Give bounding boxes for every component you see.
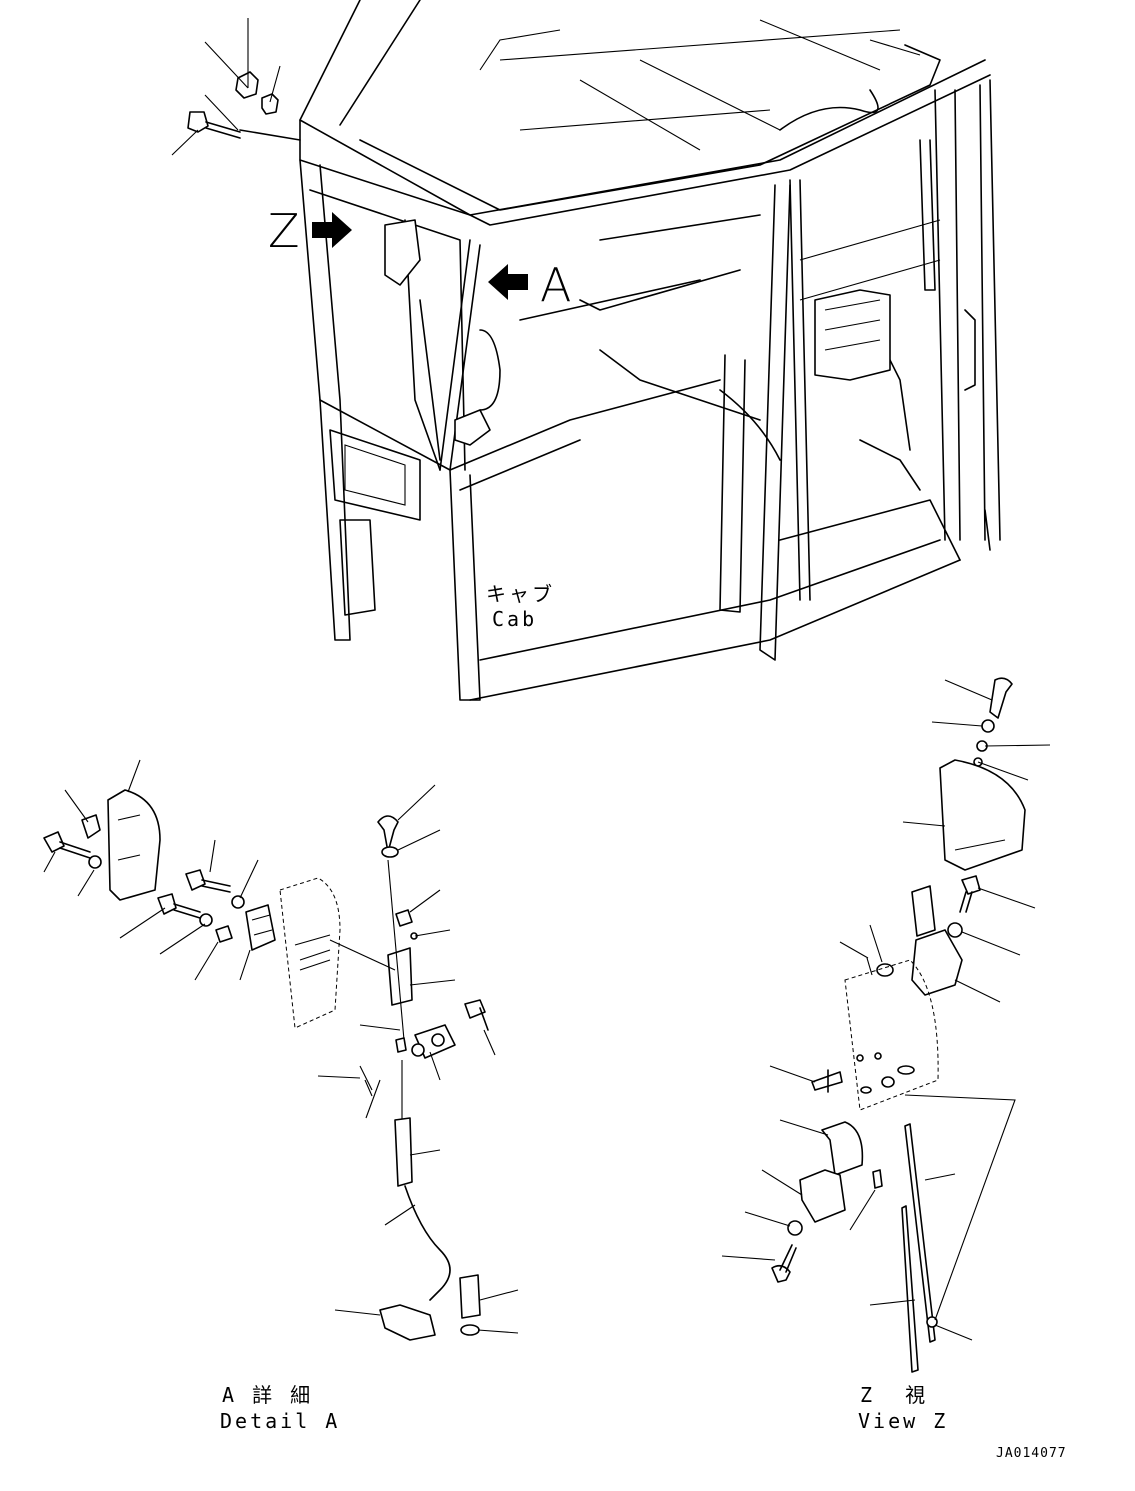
detail-a-diagram (43, 759, 519, 1341)
detail-a-title-en: Detail A (220, 1409, 341, 1433)
cab-label-en: Cab (492, 607, 538, 631)
view-z-diagram (721, 677, 1051, 1373)
cab-frame (171, 0, 1001, 701)
detail-a-title-jp: A 詳 細 (222, 1383, 314, 1407)
view-z-title-jp: Z 視 (860, 1383, 929, 1407)
figure-id: JA014077 (996, 1446, 1067, 1461)
cab-label-jp: キャブ (486, 582, 555, 606)
view-z-title-en: View Z (858, 1409, 949, 1433)
arrow-z-label: Z (268, 204, 300, 258)
arrow-a-label: A (540, 258, 572, 312)
